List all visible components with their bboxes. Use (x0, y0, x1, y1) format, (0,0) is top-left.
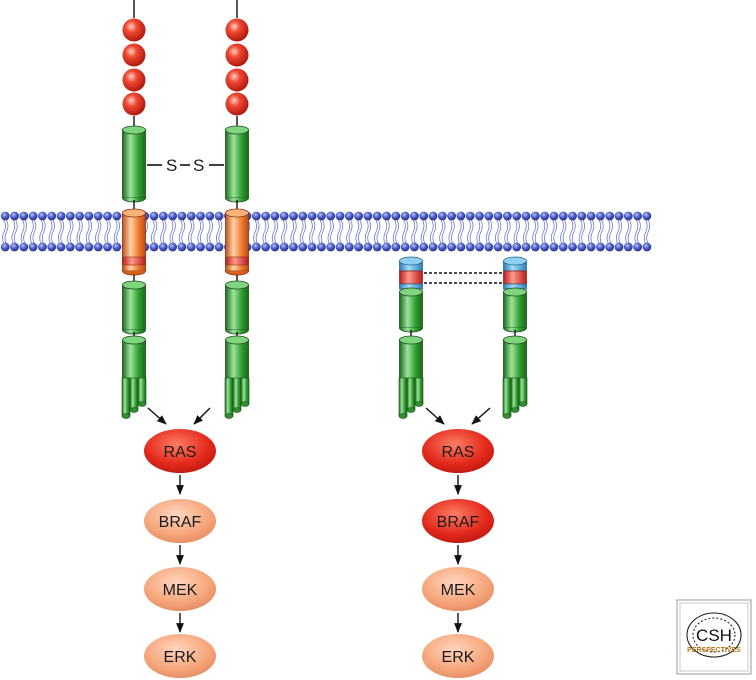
juxtamembrane-domain (503, 287, 527, 333)
left-braf-node (144, 499, 216, 543)
left-ras-node (144, 429, 216, 473)
juxtamembrane-domain (399, 287, 423, 333)
right-input-arrows (425, 407, 491, 425)
extracellular-domain (225, 125, 249, 203)
membrane-anchor-cap (503, 256, 527, 290)
ig-domain-bead (225, 92, 249, 116)
transmembrane-domain (122, 208, 146, 276)
right-braf-label: BRAF (437, 514, 480, 531)
dimer-dashed-link (424, 272, 502, 284)
right-ras-label: RAS (442, 444, 475, 461)
extracellular-domain (122, 125, 146, 203)
right-mek-node (422, 567, 494, 611)
dna-ring-icon (686, 612, 742, 658)
kinase-domain (503, 335, 527, 385)
left-mek-label: MEK (163, 582, 198, 599)
kinase-tail (224, 377, 250, 419)
juxtamembrane-domain (122, 280, 146, 335)
left-erk-node (144, 634, 216, 678)
truncated-receptor-right (502, 256, 528, 419)
membrane-anchor-cap (399, 256, 423, 290)
kinase-tail (121, 377, 147, 419)
kinase-domain (225, 335, 249, 385)
juxtamembrane-domain (225, 280, 249, 335)
receptor-left (121, 0, 147, 419)
kinase-domain (399, 335, 423, 385)
left-input-arrows (147, 407, 211, 425)
left-cascade: RAS BRAF MEK ERK (144, 429, 216, 678)
right-erk-node (422, 634, 494, 678)
ig-domain-bead (122, 68, 146, 92)
kinase-tail (398, 377, 424, 419)
ig-domain-bead (225, 43, 249, 67)
receptor-right (224, 0, 250, 419)
right-mek-label: MEK (441, 582, 476, 599)
right-erk-label: ERK (442, 649, 475, 666)
sulfur-label-1: S (166, 156, 177, 175)
right-braf-node (422, 499, 494, 543)
logo-main-text: CSH (696, 626, 732, 645)
csh-perspectives-logo: CSH PERSPECTIVES (676, 599, 752, 675)
left-mek-node (144, 567, 216, 611)
kinase-domain (122, 335, 146, 385)
left-ras-label: RAS (164, 444, 197, 461)
left-braf-label: BRAF (159, 514, 202, 531)
ig-domain-bead (122, 18, 146, 42)
ig-domain-bead (225, 18, 249, 42)
sulfur-label-2: S (193, 156, 204, 175)
ig-domain-bead (122, 43, 146, 67)
truncated-receptor-left (398, 256, 424, 419)
left-erk-label: ERK (164, 649, 197, 666)
ig-domain-bead (122, 92, 146, 116)
right-cascade: RAS BRAF MEK ERK (422, 429, 494, 678)
right-ras-node (422, 429, 494, 473)
lipid-bilayer (0, 211, 652, 252)
logo-sub-text: PERSPECTIVES (687, 647, 741, 654)
kinase-tail (502, 377, 528, 419)
ig-domain-bead (225, 68, 249, 92)
disulfide-bond: S S (147, 156, 224, 175)
transmembrane-domain (225, 208, 249, 276)
